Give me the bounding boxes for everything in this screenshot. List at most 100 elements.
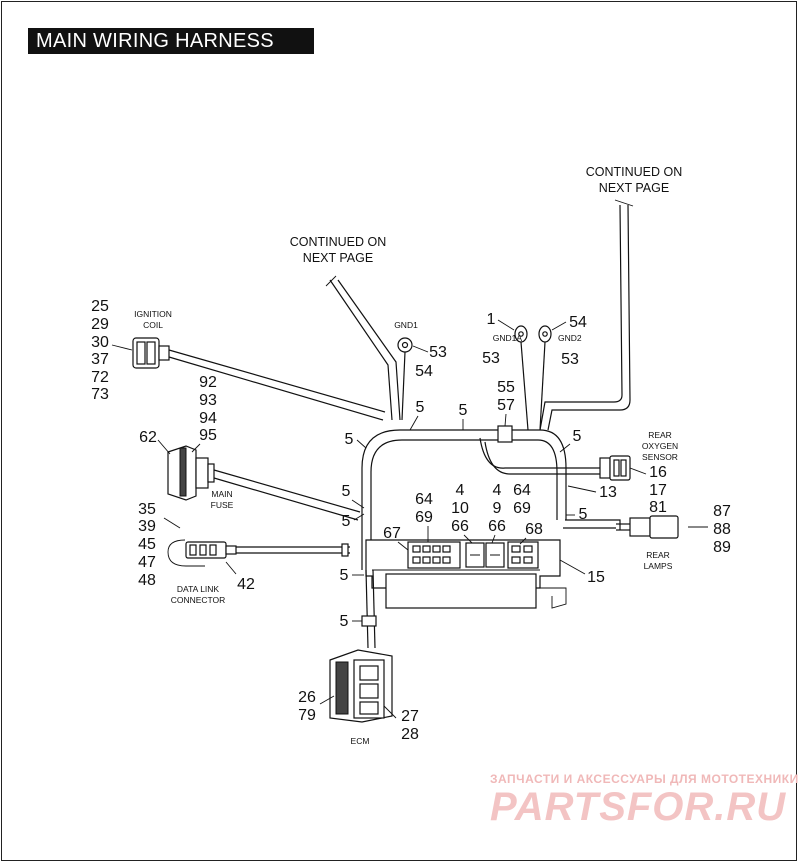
ignition-coil-label-2: COIL <box>143 320 163 330</box>
gnd1-terminal <box>397 337 413 421</box>
svg-text:66: 66 <box>488 518 506 535</box>
gnd2-callout-bottom: 53 <box>561 351 579 368</box>
title-bar: MAIN WIRING HARNESS <box>28 28 314 54</box>
svg-text:27: 27 <box>401 708 419 725</box>
svg-text:94: 94 <box>199 410 217 427</box>
svg-text:5: 5 <box>579 506 588 523</box>
gnd1a-label: GND1A <box>493 333 523 343</box>
gnd1a-terminal <box>514 325 529 431</box>
ecm-label: ECM <box>351 736 370 746</box>
ignition-coil-callouts: 25 29 30 37 72 73 <box>91 298 133 403</box>
main-fuse <box>167 445 361 521</box>
rear-lamps-label-2: LAMPS <box>644 561 673 571</box>
main-fuse-label-2: FUSE <box>211 500 234 510</box>
harness-loop <box>361 425 621 570</box>
svg-text:28: 28 <box>401 726 419 743</box>
svg-text:5: 5 <box>340 567 349 584</box>
svg-text:68: 68 <box>525 521 543 538</box>
svg-text:5: 5 <box>416 399 425 416</box>
oxygen-leader <box>629 467 647 475</box>
svg-text:10: 10 <box>451 500 469 517</box>
svg-text:30: 30 <box>91 334 109 351</box>
svg-text:39: 39 <box>138 518 156 535</box>
fuse-block-left-callouts: 64 69 67 <box>383 491 433 551</box>
svg-text:69: 69 <box>415 509 433 526</box>
ecm-module <box>329 649 393 723</box>
svg-text:5: 5 <box>459 402 468 419</box>
watermark-logo: PARTSFOR.RU <box>490 785 786 829</box>
svg-text:87: 87 <box>713 503 731 520</box>
svg-text:45: 45 <box>138 536 156 553</box>
svg-text:5: 5 <box>342 513 351 530</box>
harness-leader <box>567 485 597 493</box>
tray-callout: 15 <box>587 569 605 586</box>
oxygen-sensor-connector <box>599 455 631 481</box>
continued-right-line2: NEXT PAGE <box>599 181 669 195</box>
svg-text:5: 5 <box>573 428 582 445</box>
svg-text:48: 48 <box>138 572 156 589</box>
rear-lamps-label-1: REAR <box>646 550 670 560</box>
main-fuse-callouts: 92 93 94 95 62 <box>139 374 217 455</box>
continued-right-line1: CONTINUED ON <box>586 165 683 179</box>
continued-left-line1: CONTINUED ON <box>290 235 387 249</box>
main-fuse-label-1: MAIN <box>211 489 232 499</box>
gnd1a-leader <box>497 319 515 331</box>
svg-text:5: 5 <box>340 613 349 630</box>
gnd1-callout-top: 53 <box>429 344 447 361</box>
rear-lamp-callouts: 87 88 89 <box>713 503 731 556</box>
fuse-block-right-callouts: 64 69 68 <box>513 482 543 545</box>
ignition-coil-connector <box>132 337 386 421</box>
svg-text:5: 5 <box>345 431 354 448</box>
gnd2-terminal <box>538 325 552 431</box>
svg-text:66: 66 <box>451 518 469 535</box>
rear-lamp-connector-callout: 81 <box>649 499 667 516</box>
svg-text:4: 4 <box>456 482 465 499</box>
oxygen-label-1: REAR <box>648 430 672 440</box>
svg-text:72: 72 <box>91 369 109 386</box>
svg-text:64: 64 <box>415 491 433 508</box>
cable-tie-callouts: 5 5 5 5 5 5 5 5 5 <box>340 399 588 630</box>
relay-b-callouts: 4 9 66 <box>488 482 506 544</box>
fuse-block-right <box>507 541 539 569</box>
svg-text:95: 95 <box>199 427 217 444</box>
svg-text:55: 55 <box>497 379 515 396</box>
tray-leader <box>559 559 586 575</box>
continued-left-wires <box>325 275 401 421</box>
svg-text:89: 89 <box>713 539 731 556</box>
svg-text:9: 9 <box>493 500 502 517</box>
gnd2-label: GND2 <box>558 333 582 343</box>
svg-text:42: 42 <box>237 576 255 593</box>
svg-text:25: 25 <box>91 298 109 315</box>
continued-left-line2: NEXT PAGE <box>303 251 373 265</box>
svg-text:79: 79 <box>298 707 316 724</box>
diagram-title: MAIN WIRING HARNESS <box>36 30 274 52</box>
svg-text:5: 5 <box>342 483 351 500</box>
rear-lamps-connector <box>616 515 708 539</box>
svg-text:88: 88 <box>713 521 731 538</box>
data-link-label-1: DATA LINK <box>177 584 220 594</box>
gnd2-leader <box>551 321 567 331</box>
svg-text:47: 47 <box>138 554 156 571</box>
gnd2-callout-top: 54 <box>569 314 587 331</box>
harness-callout: 13 <box>599 484 617 501</box>
svg-text:93: 93 <box>199 392 217 409</box>
gnd1-label: GND1 <box>394 320 418 330</box>
svg-text:57: 57 <box>497 397 515 414</box>
rear-pair-callouts: 55 57 <box>497 379 515 427</box>
svg-text:26: 26 <box>298 689 316 706</box>
data-link-label-2: CONNECTOR <box>171 595 226 605</box>
svg-text:64: 64 <box>513 482 531 499</box>
oxygen-callout-2: 17 <box>649 482 667 499</box>
svg-text:92: 92 <box>199 374 217 391</box>
data-link-callouts: 35 39 45 47 48 42 <box>138 501 255 593</box>
svg-text:62: 62 <box>139 429 157 446</box>
watermark-tagline: ЗАПЧАСТИ И АКСЕССУАРЫ ДЛЯ МОТОТЕХНИКИ <box>490 772 799 786</box>
gnd1a-callout-top: 1 <box>487 311 496 328</box>
ecm-callouts: 26 79 27 28 <box>298 689 419 743</box>
svg-text:29: 29 <box>91 316 109 333</box>
svg-text:35: 35 <box>138 501 156 518</box>
gnd1-leader <box>412 345 429 353</box>
